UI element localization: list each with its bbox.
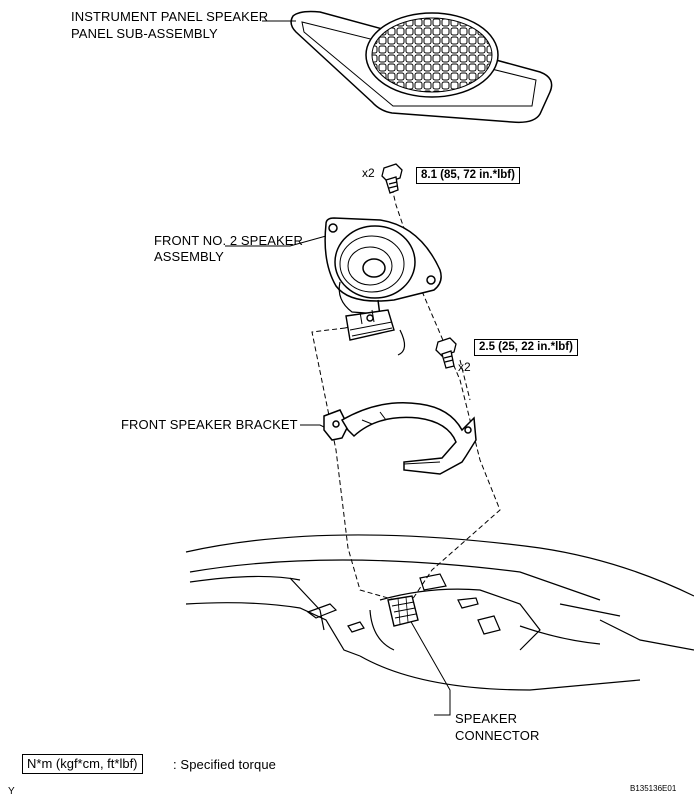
vehicle-speaker-connector [387, 595, 419, 627]
label-front-no2-speaker-line2: ASSEMBLY [154, 249, 224, 264]
label-instrument-panel-speaker-line2: PANEL SUB-ASSEMBLY [71, 26, 218, 41]
vehicle-dashboard [185, 534, 694, 691]
lower-bolt [435, 337, 457, 369]
speaker-wire-connector [345, 309, 395, 341]
front-speaker-bracket-part [323, 401, 477, 475]
corner-mark: Y [8, 786, 15, 797]
lower-bolt-quantity: x2 [458, 360, 471, 374]
torque-unit-legend-box: N*m (kgf*cm, ft*lbf) [22, 754, 143, 774]
upper-bolt [381, 163, 403, 194]
lower-bolt-torque-box: 2.5 (25, 22 in.*lbf) [474, 339, 578, 356]
leader-lines [225, 20, 451, 716]
label-speaker-connector-line2: CONNECTOR [455, 728, 540, 743]
front-speaker-part [324, 217, 442, 356]
upper-bolt-quantity: x2 [362, 166, 375, 180]
torque-legend-description: : Specified torque [173, 757, 276, 772]
label-front-no2-speaker-line1: FRONT NO. 2 SPEAKER [154, 233, 304, 248]
label-instrument-panel-speaker-line1: INSTRUMENT PANEL SPEAKER [71, 9, 269, 24]
label-speaker-connector-line1: SPEAKER [455, 711, 518, 726]
speaker-panel-part [290, 10, 553, 124]
figure-code: B135136E01 [630, 784, 677, 793]
label-front-speaker-bracket: FRONT SPEAKER BRACKET [121, 417, 298, 432]
upper-bolt-torque-box: 8.1 (85, 72 in.*lbf) [416, 167, 520, 184]
